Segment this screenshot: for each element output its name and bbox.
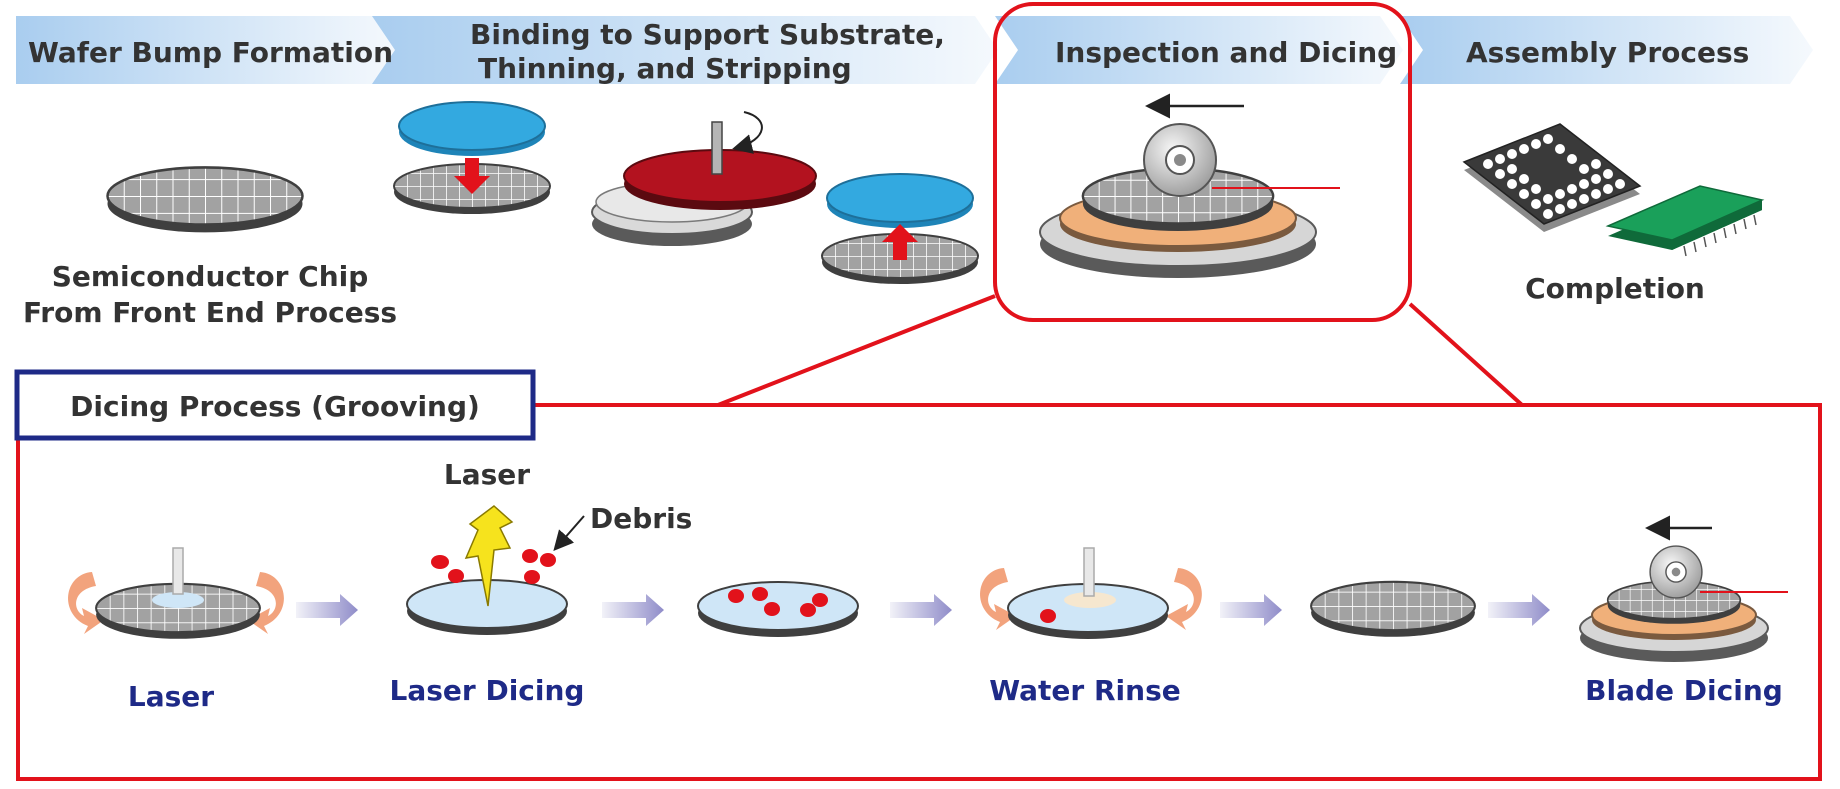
up-arrow-icon — [882, 224, 918, 260]
stage-laser — [68, 547, 284, 640]
bga-package-icon — [1462, 123, 1642, 232]
detail-title: Dicing Process (Grooving) — [70, 390, 480, 423]
carrier-disc-icon — [591, 111, 817, 246]
stage-clean-wafer — [1309, 580, 1477, 638]
laser-bolt-icon — [464, 505, 514, 607]
stage-label-blade-dicing: Blade Dicing — [1585, 674, 1783, 707]
down-arrow-icon — [454, 158, 490, 194]
banner-step-3 — [995, 16, 1403, 84]
step-label-3: Inspection and Dicing — [1055, 36, 1397, 69]
step-label-1: Wafer Bump Formation — [28, 36, 393, 69]
laser-label: Laser — [444, 458, 530, 491]
front-end-caption-line-2: From Front End Process — [23, 296, 397, 329]
strip-disc-icon — [821, 173, 979, 285]
step-label-2b: Thinning, and Stripping — [478, 52, 852, 85]
dicing-blade-icon — [1143, 123, 1217, 197]
banner-step-4 — [1400, 16, 1813, 84]
inspection-dicing-highlight — [993, 2, 1412, 322]
step-label-2: Binding to Support Substrate, — [470, 18, 945, 51]
debris-pointer — [553, 515, 585, 552]
completion-caption: Completion — [1525, 272, 1705, 305]
stage-label-laser: Laser — [128, 680, 214, 713]
stage-water-rinse — [980, 547, 1202, 640]
spin-arrow-icon — [732, 111, 763, 154]
debris-icon — [431, 549, 556, 584]
front-end-caption-line-1: Semiconductor Chip — [52, 260, 369, 293]
detail-frame — [16, 403, 1822, 781]
zoom-connector — [717, 294, 1524, 407]
banner-step-1 — [16, 16, 398, 84]
stage-label-water-rinse: Water Rinse — [989, 674, 1180, 707]
stage-label-laser-dicing: Laser Dicing — [390, 674, 585, 707]
substrate-disc-icon — [393, 101, 551, 215]
stage-laser-dicing: Laser Debris — [406, 458, 692, 636]
process-banner: Wafer Bump Formation Binding to Support … — [16, 16, 1813, 85]
wafer-icon — [106, 166, 304, 234]
detail-title-box — [14, 369, 536, 441]
banner-step-2 — [372, 16, 998, 84]
stage-debris-wafer — [697, 581, 859, 638]
stage-blade-dicing — [1579, 515, 1788, 662]
debris-label: Debris — [590, 502, 692, 535]
chip-package-icon — [1605, 185, 1765, 257]
step-label-4: Assembly Process — [1466, 36, 1749, 69]
